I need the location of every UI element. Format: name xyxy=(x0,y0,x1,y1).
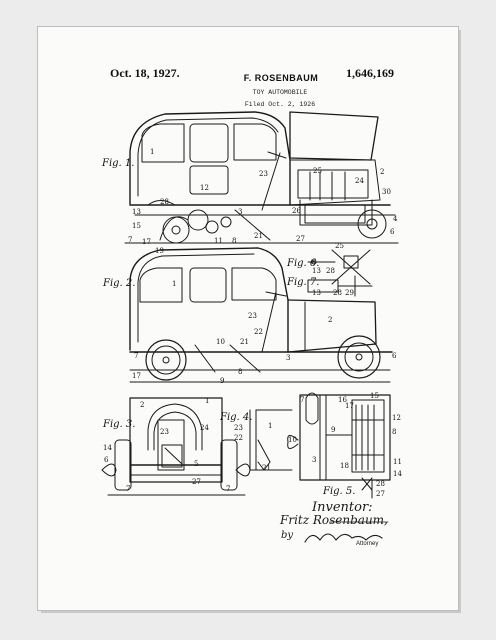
ref-25: 25 xyxy=(313,167,322,175)
fig3-drawing xyxy=(101,397,251,496)
ref-7c: 7 xyxy=(126,485,130,493)
ref-23c: 23 xyxy=(160,428,169,436)
ref-3b: 3 xyxy=(286,354,290,362)
ref-28d: 28 xyxy=(376,480,385,488)
ref-17c: 17 xyxy=(345,402,354,410)
ref-9b: 9 xyxy=(331,426,335,434)
ref-17b: 17 xyxy=(132,372,141,380)
ref-7e: 7 xyxy=(300,396,304,404)
ref-6c: 6 xyxy=(104,456,109,464)
patent-date: Oct. 18, 1927. xyxy=(110,66,180,80)
fig6-label: Fig. 6. xyxy=(286,258,319,269)
ref-9: 9 xyxy=(220,377,224,385)
ref-7d: 7 xyxy=(226,485,230,493)
fig1-label: Fig. 1. xyxy=(101,158,134,169)
ref-11b: 11 xyxy=(393,458,402,466)
ref-23: 23 xyxy=(259,170,268,178)
ref-21c: 21 xyxy=(262,464,271,472)
ref-8c: 8 xyxy=(392,428,396,436)
ref-18: 18 xyxy=(340,462,349,470)
ref-15b: 15 xyxy=(370,392,379,400)
ref-2c: 2 xyxy=(140,401,144,409)
fig7-label: Fig. 7. xyxy=(286,277,319,288)
ref-28: 28 xyxy=(160,198,169,206)
ref-16: 16 xyxy=(338,396,347,404)
patent-number: 1,646,169 xyxy=(346,66,394,80)
ref-24c: 24 xyxy=(200,424,209,432)
ref-1: 1 xyxy=(150,148,154,156)
ref-13b: 13 xyxy=(312,267,321,275)
ref-7b: 7 xyxy=(134,352,138,360)
ref-10: 10 xyxy=(216,338,225,346)
by-label: by xyxy=(281,530,294,541)
ref-21b: 21 xyxy=(240,338,249,346)
inventor-signature-name: Fritz Rosenbaum, xyxy=(280,513,388,527)
ref-12b: 12 xyxy=(392,414,401,422)
ref-21: 21 xyxy=(254,232,263,240)
fig6-fig7-drawing xyxy=(307,249,373,297)
ref-1c: 1 xyxy=(205,397,209,405)
fig4-drawing xyxy=(249,409,293,471)
fig2-drawing xyxy=(129,247,393,383)
ref-1d: 1 xyxy=(268,422,272,430)
ref-19: 19 xyxy=(155,247,164,255)
ref-23d: 23 xyxy=(234,424,243,432)
ref-30: 30 xyxy=(382,188,391,196)
fig3-label: Fig. 3. xyxy=(102,419,135,430)
ref-3: 3 xyxy=(238,208,242,216)
ref-17: 17 xyxy=(142,238,151,246)
inventor-heading: Inventor: xyxy=(312,500,373,515)
ref-13c: 13 xyxy=(312,289,321,297)
ref-2b: 2 xyxy=(328,316,332,324)
ref-10b: 10 xyxy=(288,436,297,444)
ref-24: 24 xyxy=(355,177,364,185)
ref-11: 11 xyxy=(214,237,223,245)
ref-1b: 1 xyxy=(172,280,176,288)
ref-22b: 22 xyxy=(234,434,243,442)
ref-28c: 28 xyxy=(333,289,342,297)
ref-25b: 25 xyxy=(335,242,344,250)
fig5-drawing xyxy=(287,392,391,499)
ref-2: 2 xyxy=(380,168,384,176)
ref-12: 12 xyxy=(200,184,209,192)
ref-28b: 28 xyxy=(326,267,335,275)
fig2-label: Fig. 2. xyxy=(102,278,135,289)
inventor-header: F. ROSENBAUM xyxy=(243,73,319,83)
fig1-drawing xyxy=(124,111,399,244)
ref-27d: 27 xyxy=(376,490,385,498)
ref-7: 7 xyxy=(128,236,132,244)
fig5-label: Fig. 5. xyxy=(322,486,355,497)
patent-title: TOY AUTOMOBILE xyxy=(252,89,308,96)
ref-14b: 14 xyxy=(393,470,402,478)
ref-8b: 8 xyxy=(238,368,242,376)
ref-26: 26 xyxy=(292,207,301,215)
ref-6b: 6 xyxy=(392,352,397,360)
ref-29: 29 xyxy=(345,289,354,297)
attorney-label: Attorney xyxy=(356,541,379,547)
ref-13: 13 xyxy=(132,208,141,216)
ref-5: 5 xyxy=(194,460,198,468)
ref-22: 22 xyxy=(254,328,263,336)
ref-27: 27 xyxy=(296,235,305,243)
ref-27c: 27 xyxy=(192,478,201,486)
attorney-signature-scribble xyxy=(304,533,383,543)
ref-4: 4 xyxy=(393,215,398,223)
fig4-label: Fig. 4. xyxy=(219,412,252,423)
filed-date: Filed Oct. 2, 1926 xyxy=(244,101,316,108)
ref-14: 14 xyxy=(103,444,112,452)
ref-8: 8 xyxy=(232,237,236,245)
ref-6: 6 xyxy=(390,228,395,236)
ref-15: 15 xyxy=(132,222,141,230)
ref-3c: 3 xyxy=(312,456,316,464)
ref-23b: 23 xyxy=(248,312,257,320)
